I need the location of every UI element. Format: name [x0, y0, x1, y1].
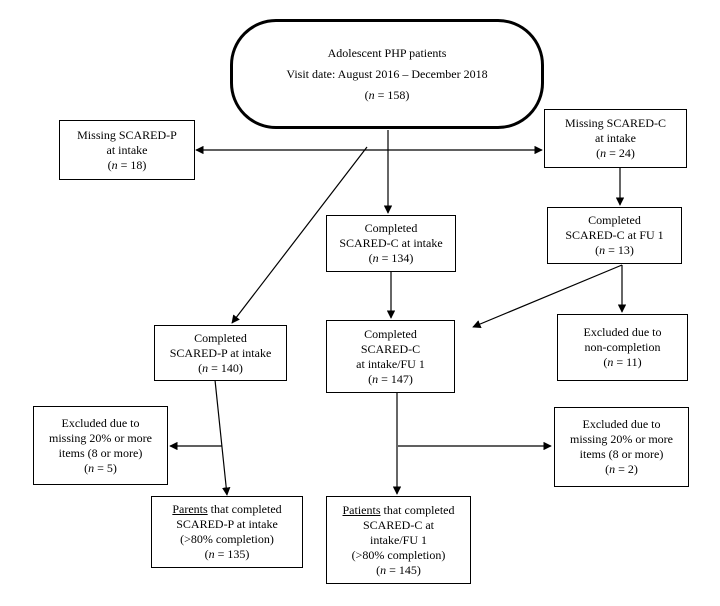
completed-scared-p-intake-box: Completed SCARED-P at intake (n = 140)	[154, 325, 287, 381]
start-count: (n = 158)	[364, 87, 410, 102]
start-title: Adolescent PHP patients	[327, 45, 447, 60]
missing-scared-p-box: Missing SCARED-P at intake (n = 18)	[59, 120, 195, 180]
arrow-start-to-completed-p-intake	[231, 146, 368, 324]
completed-scared-c-intake-box: Completed SCARED-C at intake (n = 134)	[326, 215, 456, 272]
excluded-noncompletion-box: Excluded due to non-completion (n = 11)	[557, 314, 688, 381]
parents-completed-box: Parents that completed SCARED-P at intak…	[151, 496, 303, 568]
excluded-missing-items-right-box: Excluded due to missing 20% or more item…	[554, 407, 689, 487]
patients-completed-box: Patients that completed SCARED-C at inta…	[326, 496, 471, 584]
completed-scared-c-fu1-box: Completed SCARED-C at FU 1 (n = 13)	[547, 207, 682, 264]
arrow-140-to-parents	[214, 379, 231, 496]
excluded-missing-items-left-box: Excluded due to missing 20% or more item…	[33, 406, 168, 485]
missing-scared-c-box: Missing SCARED-C at intake (n = 24)	[544, 109, 687, 168]
arrow-fu1-to-147	[472, 264, 623, 328]
completed-scared-c-intake-fu1-box: Completed SCARED-C at intake/FU 1 (n = 1…	[326, 320, 455, 393]
start-node: Adolescent PHP patients Visit date: Augu…	[230, 19, 544, 129]
start-visit-date: Visit date: August 2016 – December 2018	[286, 66, 488, 81]
